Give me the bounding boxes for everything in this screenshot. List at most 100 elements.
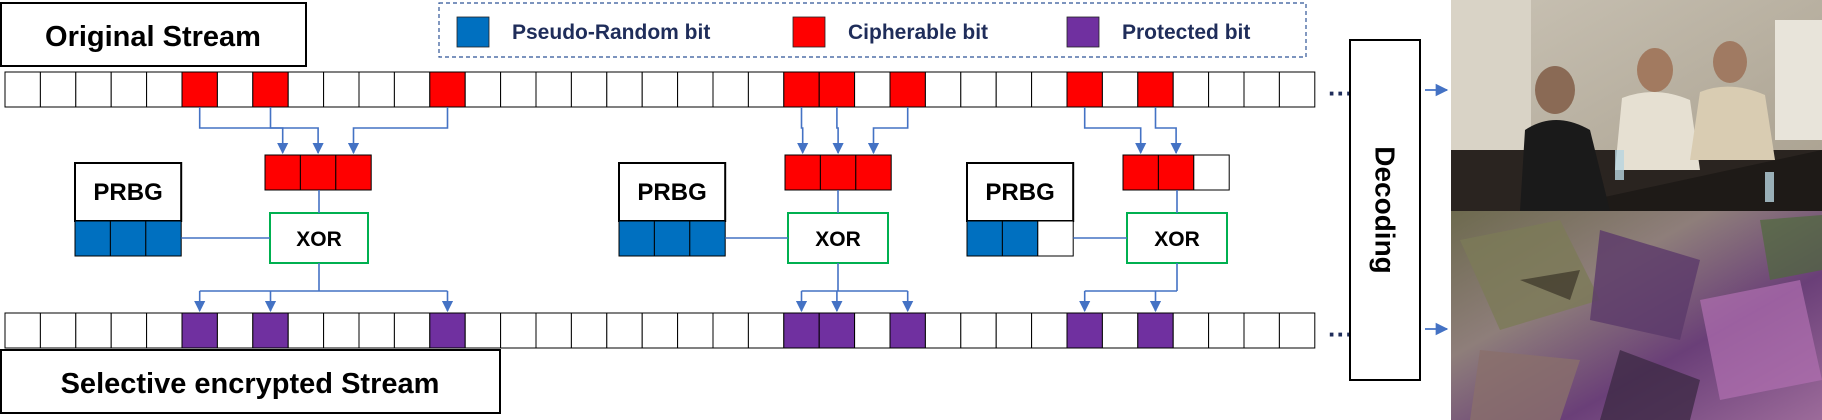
- legend-swatch-0: [456, 16, 490, 48]
- stream-to-cipher-arrow: [347, 107, 449, 155]
- original-stream-cell: [747, 71, 785, 108]
- legend-label-1: Cipherable bit: [848, 21, 988, 44]
- original-stream-cell: [1172, 71, 1210, 108]
- stream-to-cipher-arrow: [797, 107, 809, 155]
- original-stream-cell: [712, 71, 749, 108]
- original-stream-cell: [110, 71, 148, 108]
- original-stream-cell: [287, 71, 325, 108]
- encrypted-stream-cell: [1031, 312, 1068, 349]
- encrypted-stream-cell: [429, 312, 466, 349]
- prbg-bit: [618, 220, 655, 257]
- prbg-label: PRBG: [93, 179, 162, 206]
- original-stream-cell: [889, 71, 926, 108]
- legend-swatch-1: [792, 16, 826, 48]
- encrypted-stream-cell: [216, 312, 254, 349]
- stream-to-cipher-arrow: [867, 107, 909, 155]
- original-stream-cell: [854, 71, 891, 108]
- original-stream-cell: [1066, 71, 1103, 108]
- original-stream-cell: [429, 71, 466, 108]
- cipher-bit: [264, 154, 301, 191]
- cipher-bit: [1193, 154, 1230, 191]
- legend-label-2: Protected bit: [1122, 21, 1250, 44]
- encrypted-stream-cell: [1243, 312, 1280, 349]
- original-stream-cell: [39, 71, 77, 108]
- encrypted-stream: [4, 312, 1316, 349]
- original-stream-cell: [393, 71, 431, 108]
- encrypted-stream-cell: [464, 312, 502, 349]
- encrypted-stream-cell: [1172, 312, 1210, 349]
- cipher-bit: [1157, 154, 1195, 191]
- encrypted-stream-cell: [641, 312, 679, 349]
- encrypted-stream-cell: [712, 312, 749, 349]
- prbg-box: [74, 162, 183, 222]
- encrypted-stream-cell: [535, 312, 572, 349]
- encrypted-stream-cell: [960, 312, 997, 349]
- decoding-label: Decoding: [1370, 146, 1401, 274]
- xor-label: XOR: [296, 228, 342, 251]
- original-stream-cell: [464, 71, 502, 108]
- original-stream: [4, 71, 1316, 108]
- original-stream-cell: [1278, 71, 1316, 108]
- xor-box: [787, 212, 889, 264]
- encrypted-stream-cell: [323, 312, 360, 349]
- stream-to-cipher-arrow: [269, 107, 324, 155]
- original-stream-cell: [358, 71, 395, 108]
- encrypted-stream-cell: [146, 312, 183, 349]
- original-stream-cell: [1243, 71, 1280, 108]
- prbg-bit: [653, 220, 691, 257]
- original-stream-cell: [677, 71, 714, 108]
- encrypted-stream-cell: [783, 312, 820, 349]
- cipher-bit: [784, 154, 821, 191]
- original-stream-cell: [216, 71, 254, 108]
- prbg-bit: [109, 220, 147, 257]
- encrypted-video-frame: [1451, 211, 1822, 420]
- cipher-bit: [855, 154, 892, 191]
- legend-label-0: Pseudo-Random bit: [512, 21, 710, 44]
- original-stream-cell: [641, 71, 679, 108]
- encrypted-stream-cell: [570, 312, 608, 349]
- encrypted-stream-cell: [358, 312, 395, 349]
- stream-to-cipher-arrow: [198, 107, 289, 155]
- encrypted-stream-cell: [4, 312, 41, 349]
- encrypted-stream-cell: [1208, 312, 1245, 349]
- cipher-bit: [819, 154, 857, 191]
- prbg-box: [618, 162, 727, 222]
- prbg-bit: [689, 220, 726, 257]
- encrypted-stream-cell: [924, 312, 962, 349]
- prbg-box: [966, 162, 1075, 222]
- encrypted-stream-cell: [500, 312, 537, 349]
- encrypted-stream-cell: [39, 312, 77, 349]
- stream-to-cipher-arrow: [1154, 107, 1182, 155]
- original-stream-cell: [924, 71, 962, 108]
- cipher-bit: [335, 154, 372, 191]
- original-stream-cell: [75, 71, 112, 108]
- encrypted-stream-cell: [252, 312, 289, 349]
- original-stream-title-text: Original Stream: [45, 21, 261, 53]
- xor-label: XOR: [1154, 228, 1200, 251]
- prbg-bit: [1001, 220, 1039, 257]
- encrypted-stream-cell: [1278, 312, 1316, 349]
- encrypted-stream-cell: [1101, 312, 1139, 349]
- xor-box: [269, 212, 369, 264]
- prbg-label: PRBG: [985, 179, 1054, 206]
- encrypted-stream-cell: [287, 312, 325, 349]
- original-stream-cell: [181, 71, 218, 108]
- encrypted-stream-cell: [889, 312, 926, 349]
- prbg-bit: [1037, 220, 1074, 257]
- original-stream-cell: [995, 71, 1033, 108]
- encrypted-stream-cell: [606, 312, 643, 349]
- original-stream-cell: [606, 71, 643, 108]
- cipher-bit: [1122, 154, 1159, 191]
- legend-swatch-2: [1066, 16, 1100, 48]
- encrypted-stream-cell: [393, 312, 431, 349]
- original-stream-cell: [535, 71, 572, 108]
- encrypted-stream-cell: [1137, 312, 1174, 349]
- original-stream-cell: [1137, 71, 1174, 108]
- stream-to-cipher-arrow: [1083, 107, 1147, 155]
- group-2: PRBG XOR: [966, 107, 1230, 313]
- original-stream-cell: [818, 71, 856, 108]
- original-stream-title: Original Stream: [0, 2, 307, 67]
- original-video-frame: [1451, 0, 1822, 211]
